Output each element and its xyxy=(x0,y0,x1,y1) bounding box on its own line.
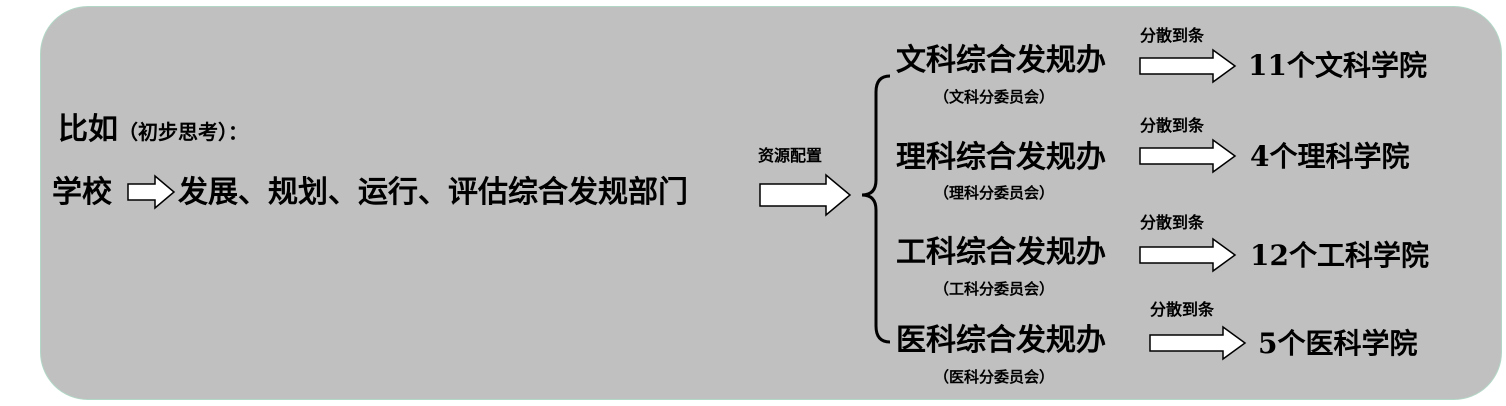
distribute-label-4: 分散到条 xyxy=(1150,300,1215,319)
distribute-label-3: 分散到条 xyxy=(1140,213,1205,232)
distribute-label-2: 分散到条 xyxy=(1140,116,1205,135)
office-2: 理科综合发规办 xyxy=(896,140,1106,175)
colleges-3: 12个工科学院 xyxy=(1250,239,1429,272)
colleges-2: 4个理科学院 xyxy=(1250,140,1410,173)
flow-start: 学校 xyxy=(52,175,112,210)
distribute-arrow-4 xyxy=(1149,325,1247,361)
office-1: 文科综合发规办 xyxy=(896,43,1106,78)
committee-1: （文科分委员会） xyxy=(934,88,1055,106)
office-4: 医科综合发规办 xyxy=(896,323,1106,358)
intro: 比如（初步思考）： xyxy=(58,115,248,145)
committee-3: （工科分委员会） xyxy=(934,280,1055,298)
flow-target: 发展、规划、运行、评估综合发规部门 xyxy=(178,175,688,210)
committee-4: （医科分委员会） xyxy=(934,368,1055,386)
colleges-1: 11个文科学院 xyxy=(1248,49,1427,82)
resource-arrow xyxy=(759,173,852,217)
resource-label: 资源配置 xyxy=(758,146,823,165)
colleges-4: 5个医科学院 xyxy=(1258,327,1418,360)
committee-2: （理科分委员会） xyxy=(934,184,1055,202)
intro-note: （初步思考）： xyxy=(118,120,248,144)
intro-label: 比如 xyxy=(58,112,118,147)
flow-arrow xyxy=(127,174,176,210)
brace xyxy=(861,74,891,344)
distribute-arrow-2 xyxy=(1139,138,1237,174)
distribute-label-1: 分散到条 xyxy=(1140,26,1205,45)
office-3: 工科综合发规办 xyxy=(896,235,1106,270)
distribute-arrow-1 xyxy=(1139,48,1237,84)
distribute-arrow-3 xyxy=(1139,237,1237,273)
